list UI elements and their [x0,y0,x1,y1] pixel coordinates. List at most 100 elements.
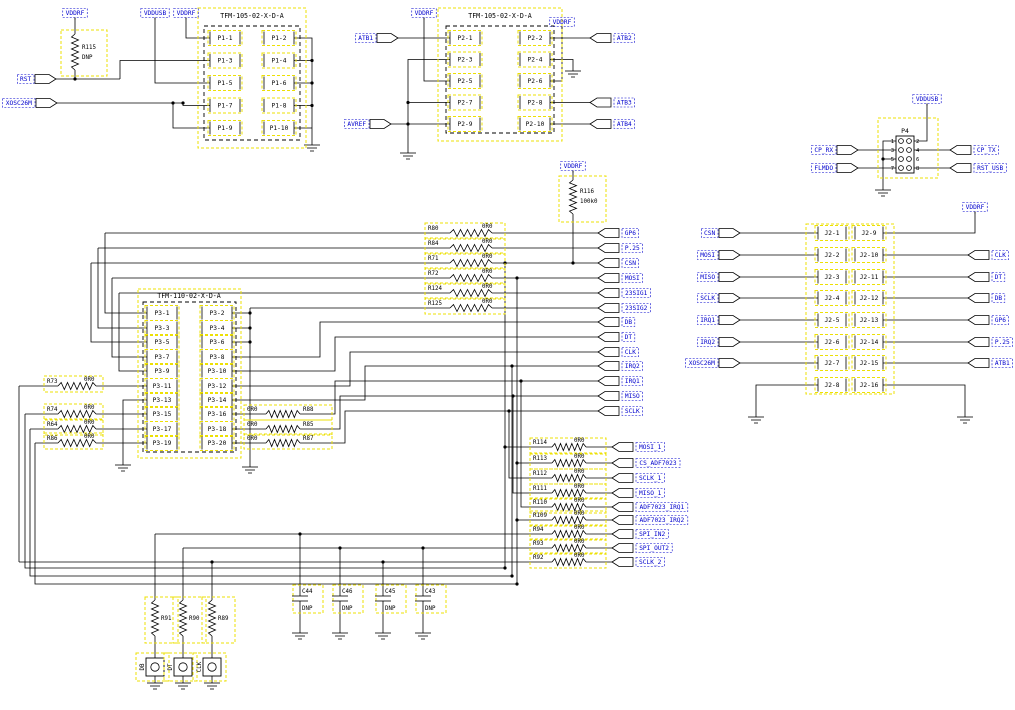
highlight-box [517,116,553,132]
net-label-box [685,358,719,368]
resistor-ref: R89 [218,616,229,622]
net-label-box [991,358,1013,368]
net-label: IRQ1 [700,317,715,324]
highlight-box [529,468,607,485]
resistor-ref: R87 [303,436,314,442]
pin-number: 5 [891,157,894,163]
net-label: CLK [995,252,1006,259]
wire [232,321,598,358]
highlight-box [144,320,180,336]
junction-dot [519,379,523,383]
highlight-box [814,355,850,371]
pin-label: J2-14 [860,339,879,346]
junction-dot [181,101,185,105]
pin-label: P3-9 [155,368,170,375]
highlight-box [207,52,243,69]
net-label-box [635,529,669,539]
pin-label: P3-7 [155,354,170,361]
resistor-body [551,502,587,512]
port-DB: DB [967,293,1006,303]
port-flag [597,406,620,416]
port-flag [597,376,620,386]
highlight-box [517,94,553,111]
resistor-body [150,599,160,637]
net-label-box [635,557,665,567]
resistor-ref: R73 [47,379,58,385]
highlight-box [43,432,104,450]
resistor-body [551,557,587,567]
capacitor-ref: C43 [425,589,436,595]
port-flag [611,529,634,539]
resistor-value: 0R0 [574,498,585,504]
highlight-box [172,596,207,644]
highlight-box [207,30,243,46]
port-FLMDO: FLMDO [811,163,859,173]
connector-title: TFM-110-02-X-D-A [157,292,221,300]
ground-symbol [204,678,220,690]
net-label: VDDUSB [916,96,939,103]
port-ADF7023_IRQ1: ADF7023_IRQ1 [611,502,689,512]
highlight-box [517,51,553,68]
port-flag [597,347,620,357]
testpoint-label: DB [140,663,146,670]
ground-symbol [304,140,320,152]
net-label-box [635,515,689,525]
grounds [115,66,973,690]
capacitor-ref: C45 [385,589,396,595]
port-DT: DT [597,332,636,342]
highlight-box [261,97,297,114]
highlight-box [529,453,607,470]
net-label: VDDRF [553,19,572,26]
port-flag [718,337,741,347]
highlight-box [424,267,506,285]
net-label: SCLK [700,295,715,302]
net-label: XOSC26M [689,360,715,367]
power-flag-VDDRF: VDDRF [549,17,575,29]
pin-number: 2 [916,139,919,145]
power-flag-VDDRF: VDDRF [962,202,988,214]
pin-label: J2-15 [860,360,879,367]
port-CS_ADF7023: CS_ADF7023 [611,458,681,468]
capacitor-ref: C46 [342,589,353,595]
net-label: RST_USB [977,165,1003,172]
highlight-box [261,120,297,136]
net-label-box [635,442,665,452]
highlight-box [261,30,297,46]
port-flag [718,272,741,282]
port-flag [611,442,634,452]
resistor-ref: R80 [428,226,439,232]
net-label: SPI_OUT2 [639,545,669,552]
net-label: IRQ2 [700,339,715,346]
net-label: IRQ2 [625,363,640,370]
pin-label: P1-1 [218,35,233,42]
port-GP6: GP6 [597,228,640,238]
junction-dot [248,311,252,315]
port-CP_TX: CP_TX [949,145,999,155]
port-P.25: P.25 [597,243,643,253]
wire [300,380,598,415]
pin-label: J2-11 [860,274,879,281]
net-label-box [912,94,942,104]
resistor-value: 0R0 [482,269,493,275]
junction-dots [73,58,885,586]
port-GP6: GP6 [967,315,1010,325]
highlight-box [814,225,850,241]
port-SCLK: SCLK [697,293,741,303]
port-SCLK_2: SCLK_2 [611,557,665,567]
highlight-box [60,29,108,77]
pin-label: P3-13 [153,397,172,404]
wire [300,410,598,444]
pin-label: P1-5 [218,80,233,87]
junction-dot [421,546,425,550]
net-label-box [621,258,640,268]
highlight-box [261,52,297,69]
net-label: ADF7023_IRQ2 [640,517,685,524]
port-flag [718,315,741,325]
port-P.25: P.25 [967,337,1013,347]
highlight-box [43,403,104,421]
power-flag-VDDUSB: VDDUSB [140,8,170,20]
resistor-value: 0R0 [247,407,258,413]
